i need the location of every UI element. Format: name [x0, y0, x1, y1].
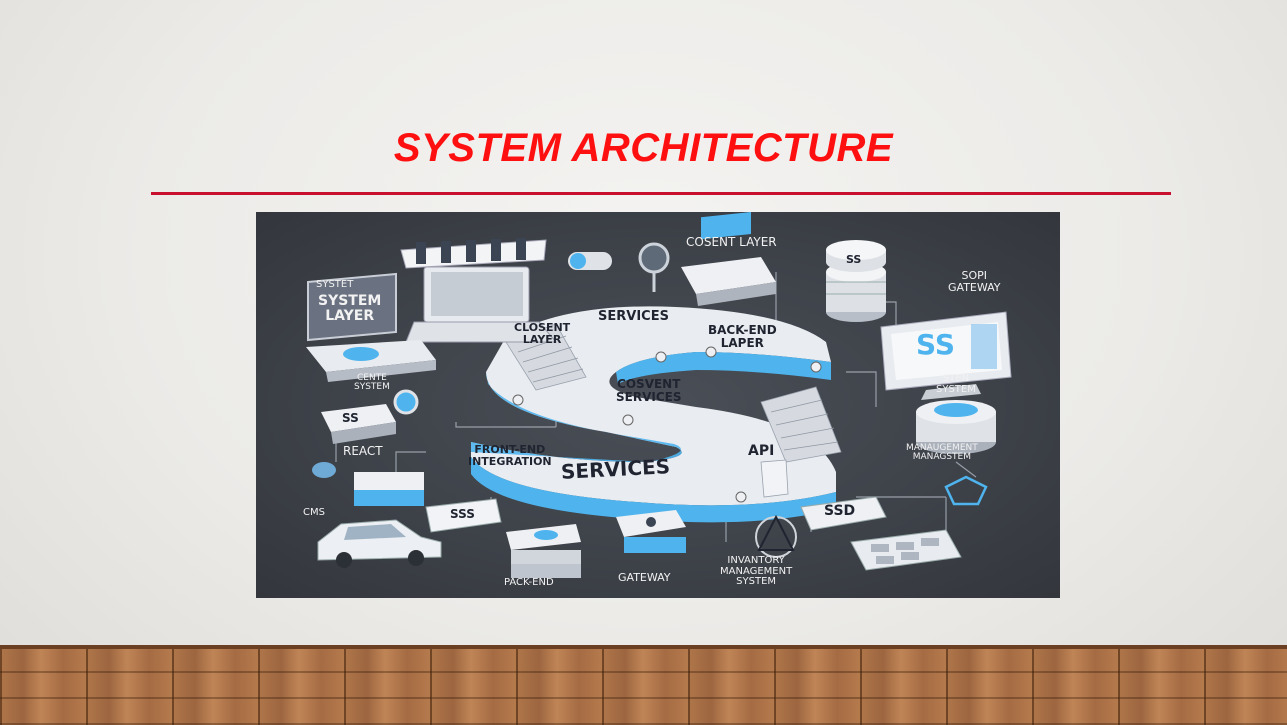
frontend-integration-label: FRONT-END INTEGRATION	[468, 443, 552, 468]
floor-edge	[0, 645, 1287, 649]
cms-label: CMS	[303, 507, 325, 518]
architecture-diagram-image: COSENT LAYER SERVICES CLOSENT LAYER BACK…	[256, 212, 1060, 598]
inventory-system-label: INVANTORY MANAGEMENT SYSTEM	[720, 555, 793, 587]
slide-title: SYSTEM ARCHITECTURE	[393, 126, 894, 170]
db-ss-text: SS	[846, 253, 862, 266]
backend-layer-label: BACK-END LAPER	[708, 323, 777, 350]
gateway-label: GATEWAY	[618, 571, 671, 584]
cente-system-label: CENTE SYSTEM	[354, 373, 390, 393]
services-top-label: SERVICES	[598, 309, 669, 324]
system-small-label: SYSTET	[316, 279, 354, 290]
box-ss-text: SS	[342, 411, 359, 425]
sten-system-label: STEN SYSTEM	[936, 373, 976, 395]
gateway-top-label: SOPI GATEWAY	[948, 269, 1001, 294]
services-main-label: SERVICES	[560, 454, 671, 484]
closent-layer-label: CLOSENT LAYER	[514, 321, 571, 346]
diagram-graphics	[306, 212, 1012, 578]
cosvent-services-label: COSVENT SERVICES	[616, 377, 682, 404]
consent-layer-label: COSENT LAYER	[686, 235, 777, 249]
api-label: API	[748, 443, 775, 459]
backend-label: PACK-END	[504, 577, 554, 588]
ssd-tile-text: SSD	[824, 503, 856, 519]
wood-floor	[0, 645, 1287, 725]
react-label: REACT	[343, 444, 383, 458]
management-label: MANAUGEMENT MANAGSTEM	[906, 443, 978, 463]
monitor-ss-text: SS	[916, 328, 956, 361]
title-divider	[151, 192, 1171, 195]
system-layer-label: SYSTEM LAYER	[318, 293, 382, 324]
sss-tile-text: SSS	[450, 507, 475, 521]
